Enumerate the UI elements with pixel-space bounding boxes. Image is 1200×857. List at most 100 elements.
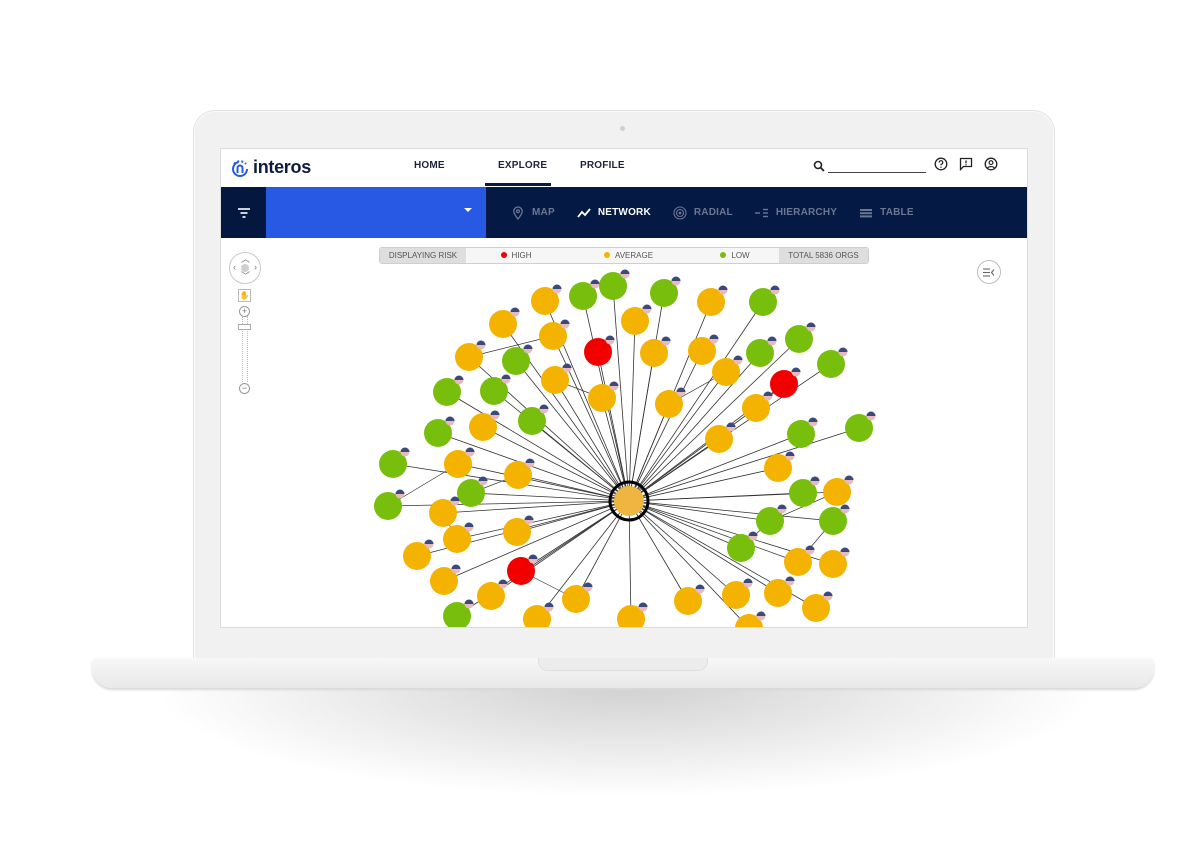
org-node[interactable] [819,550,847,578]
pan-center[interactable] [241,264,249,272]
org-node[interactable] [764,579,792,607]
org-node[interactable] [429,499,457,527]
org-node[interactable] [403,542,431,570]
org-node[interactable] [430,567,458,595]
org-node[interactable] [539,322,567,350]
pan-control[interactable]: ︿ ﹀ ‹ › [229,252,261,284]
org-node[interactable] [845,414,873,442]
view-map[interactable]: MAP [511,205,555,220]
org-node[interactable] [584,338,612,366]
org-node[interactable] [424,419,452,447]
country-flag-icon [501,374,511,384]
org-node[interactable] [712,358,740,386]
zoom-out-icon[interactable]: − [239,383,250,394]
org-node[interactable] [688,337,716,365]
entity-dropdown[interactable] [266,187,486,238]
network-graph[interactable] [221,238,1027,627]
org-node[interactable] [469,413,497,441]
org-node[interactable] [504,461,532,489]
graph-nodes[interactable] [374,269,876,628]
org-node[interactable] [444,450,472,478]
org-node[interactable] [674,587,702,615]
center-org-node[interactable] [614,486,644,516]
zoom-in-icon[interactable]: + [239,306,250,317]
nav-home[interactable]: HOME [414,160,445,171]
org-node[interactable] [531,287,559,315]
org-node[interactable] [523,605,551,627]
hand-tool-icon[interactable]: ✋ [238,289,251,302]
legend-average[interactable]: AVERAGE [566,248,691,263]
org-node[interactable] [480,377,508,405]
legend-high[interactable]: HIGH [466,248,566,263]
org-node[interactable] [802,594,830,622]
org-node[interactable] [503,518,531,546]
view-radial[interactable]: RADIAL [673,205,733,220]
org-node[interactable] [599,272,627,300]
zoom-slider[interactable]: + − [229,306,261,394]
org-node[interactable] [727,534,755,562]
org-node[interactable] [785,325,813,353]
org-node[interactable] [588,384,616,412]
org-node[interactable] [756,507,784,535]
search-input[interactable] [828,158,926,173]
network-canvas[interactable]: DISPLAYING RISK HIGH AVERAGE LOW TOTAL 5… [221,238,1027,627]
org-node[interactable] [379,450,407,478]
org-node[interactable] [770,370,798,398]
side-panel-toggle[interactable] [977,260,1001,284]
pan-right-icon[interactable]: › [254,262,257,272]
org-node[interactable] [374,492,402,520]
org-node[interactable] [489,310,517,338]
org-node[interactable] [746,339,774,367]
org-node[interactable] [455,343,483,371]
org-node[interactable] [477,582,505,610]
view-table[interactable]: TABLE [859,206,914,220]
user-account-icon[interactable] [984,157,998,171]
org-node[interactable] [507,557,535,585]
org-node[interactable] [443,525,471,553]
org-node[interactable] [705,425,733,453]
org-node[interactable] [562,585,590,613]
org-node[interactable] [742,394,770,422]
org-node[interactable] [457,479,485,507]
org-node[interactable] [502,347,530,375]
org-node[interactable] [764,454,792,482]
nav-profile[interactable]: PROFILE [580,160,625,171]
org-node[interactable] [787,420,815,448]
org-node[interactable] [541,366,569,394]
zoom-track[interactable] [242,316,248,382]
view-network[interactable]: NETWORK [577,206,651,220]
org-node[interactable] [443,602,471,627]
zoom-handle[interactable] [238,324,251,330]
view-hierarchy[interactable]: HIERARCHY [754,206,837,220]
org-node[interactable] [784,548,812,576]
help-icon[interactable] [934,157,948,171]
org-node[interactable] [817,350,845,378]
org-node[interactable] [569,282,597,310]
org-node[interactable] [789,479,817,507]
nav-explore[interactable]: EXPLORE [485,149,551,187]
legend-average-label: AVERAGE [614,251,654,260]
org-node[interactable] [655,390,683,418]
laptop-shadow [150,688,1100,798]
org-node[interactable] [650,279,678,307]
country-flag-icon [806,322,816,332]
org-node[interactable] [722,581,750,609]
feedback-icon[interactable] [959,157,973,171]
org-node[interactable] [749,288,777,316]
pan-down-icon[interactable]: ﹀ [241,271,251,281]
org-node[interactable] [819,507,847,535]
org-node[interactable] [621,307,649,335]
filter-button[interactable] [221,187,266,238]
org-node[interactable] [735,614,763,627]
search-icon[interactable] [813,160,825,172]
org-node[interactable] [640,339,668,367]
org-node[interactable] [697,288,725,316]
org-node[interactable] [823,478,851,506]
legend-low[interactable]: LOW [691,248,779,263]
org-node[interactable] [518,407,546,435]
org-node[interactable] [617,605,645,627]
pan-up-icon[interactable]: ︿ [241,254,251,264]
org-node[interactable] [433,378,461,406]
pan-left-icon[interactable]: ‹ [233,262,236,272]
brand-logo[interactable]: interos [230,157,311,178]
